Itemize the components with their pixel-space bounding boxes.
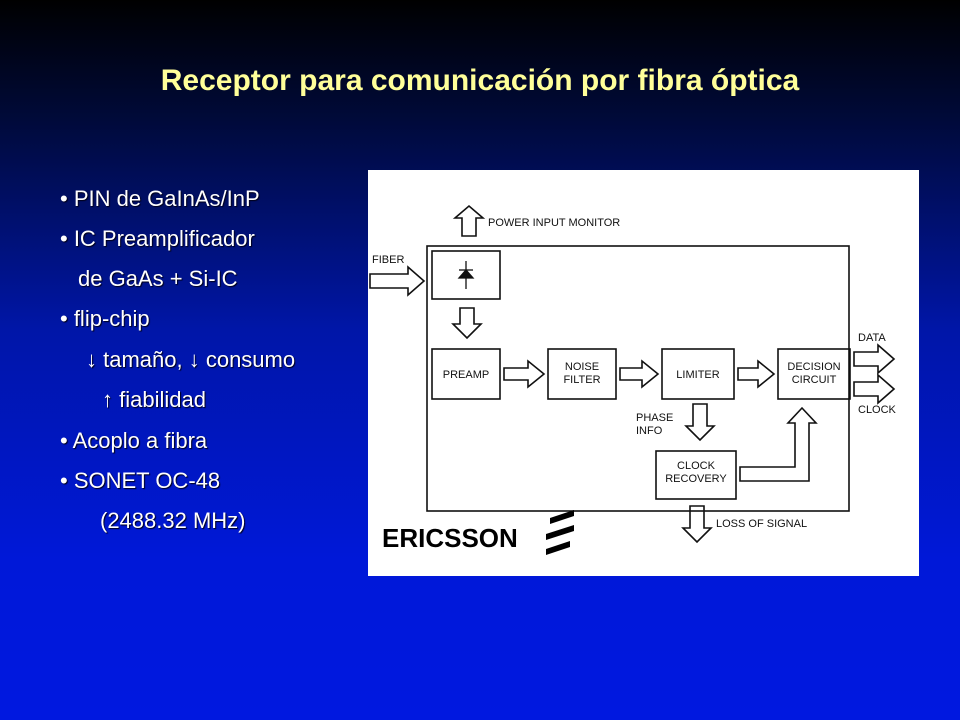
loss-of-signal-label: LOSS OF SIGNAL — [716, 518, 807, 530]
phase-label: PHASE — [636, 412, 673, 424]
clock-recovery-label-2: RECOVERY — [665, 473, 727, 485]
bullet-ic-preamp-detail: de GaAs + Si-IC — [78, 266, 238, 291]
data-output-arrow — [853, 343, 896, 375]
bullet-ic-preamp: • IC Preamplificador — [60, 226, 255, 251]
clock-recovery-box — [655, 450, 737, 500]
bullet-size-consumption: ↓ tamaño, ↓ consumo — [86, 347, 296, 372]
receiver-block-diagram: POWER INPUT MONITOR FIBER PREAMP NOISE F… — [368, 170, 919, 576]
limiter-to-decision-arrow — [737, 359, 776, 389]
data-label: DATA — [858, 332, 886, 344]
bullet-sonet: • SONET OC-48 — [60, 468, 221, 493]
bullet-reliability: ↑ fiabilidad — [102, 387, 206, 412]
power-input-monitor-label: POWER INPUT MONITOR — [488, 217, 620, 229]
filter-to-limiter-arrow — [619, 359, 660, 389]
info-label: INFO — [636, 425, 663, 437]
decision-label: DECISION — [787, 361, 840, 373]
photodiode-box — [431, 250, 501, 300]
ericsson-logo-icon — [546, 510, 574, 555]
fiber-label: FIBER — [372, 254, 404, 266]
noise-filter-box — [547, 348, 617, 400]
pd-to-preamp-arrow — [451, 307, 483, 340]
bullet-flip-chip: • flip-chip — [60, 306, 150, 331]
phase-info-arrow — [684, 403, 716, 442]
clock-output-label: CLOCK — [858, 404, 897, 416]
preamp-box — [431, 348, 501, 400]
bullet-fiber-coupling: • Acoplo a fibra — [60, 428, 208, 453]
photodiode-icon — [457, 261, 475, 289]
power-monitor-arrow — [452, 204, 486, 237]
clock-recovery-label-1: CLOCK — [677, 460, 716, 472]
noise-label: NOISE — [565, 361, 599, 373]
limiter-label: LIMITER — [676, 369, 719, 381]
clock-feedback-arrow — [739, 406, 818, 482]
loss-of-signal-arrow — [681, 505, 713, 544]
clock-output-arrow — [853, 373, 896, 405]
preamp-to-filter-arrow — [503, 359, 546, 389]
limiter-box — [661, 348, 735, 400]
bullet-sonet-frequency: (2488.32 MHz) — [100, 508, 246, 533]
filter-label: FILTER — [563, 374, 600, 386]
ericsson-logo-text: ERICSSON — [382, 523, 518, 553]
receiver-module-box — [426, 245, 850, 512]
preamp-label: PREAMP — [443, 369, 489, 381]
bullet-pin: • PIN de GaInAs/InP — [60, 186, 260, 211]
decision-circuit-box — [777, 348, 851, 400]
slide-title: Receptor para comunicación por fibra ópt… — [160, 64, 800, 97]
circuit-label: CIRCUIT — [792, 374, 837, 386]
block-diagram-svg: POWER INPUT MONITOR FIBER PREAMP NOISE F… — [369, 204, 897, 555]
fiber-input-arrow — [369, 265, 426, 297]
